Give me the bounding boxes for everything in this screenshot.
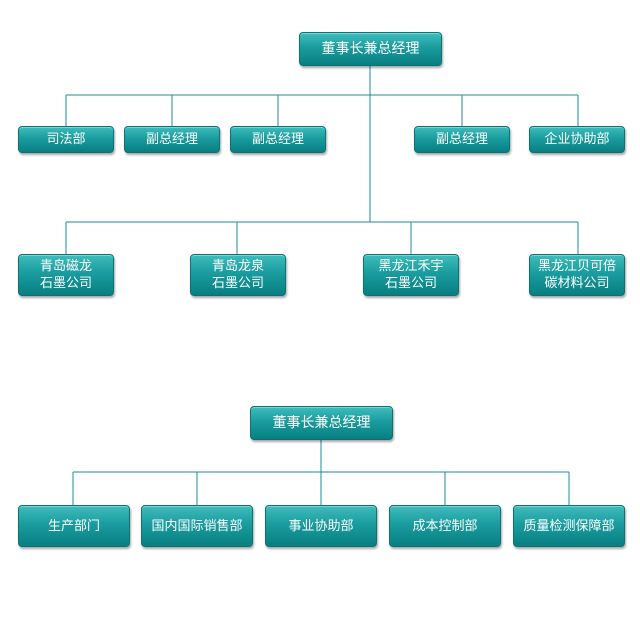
org1-node-legal-dept: 司法部 [18,126,114,153]
org1-node-heilongjiang-heyu: 黑龙江禾宇 石墨公司 [363,254,459,296]
org1-node-qingdao-cilong: 青岛磁龙 石墨公司 [18,254,114,296]
org1-root-node: 董事长兼总经理 [299,32,442,66]
org2-node-quality-assurance: 质量检测保障部 [513,505,625,547]
org2-node-sales: 国内国际销售部 [141,505,253,547]
org2-root-node: 董事长兼总经理 [250,406,393,440]
org1-node-qingdao-longquan: 青岛龙泉 石墨公司 [190,254,286,296]
org1-node-vp-2: 副总经理 [230,126,326,153]
org2-node-cost-control: 成本控制部 [389,505,501,547]
org2-node-business-assist: 事业协助部 [265,505,377,547]
org1-node-enterprise-assist: 企业协助部 [529,126,625,153]
org1-node-vp-1: 副总经理 [124,126,220,153]
org2-node-production: 生产部门 [18,505,130,547]
org1-node-heilongjiang-beikebei: 黑龙江贝可倍 碳材料公司 [529,254,625,296]
org1-node-vp-3: 副总经理 [414,126,510,153]
